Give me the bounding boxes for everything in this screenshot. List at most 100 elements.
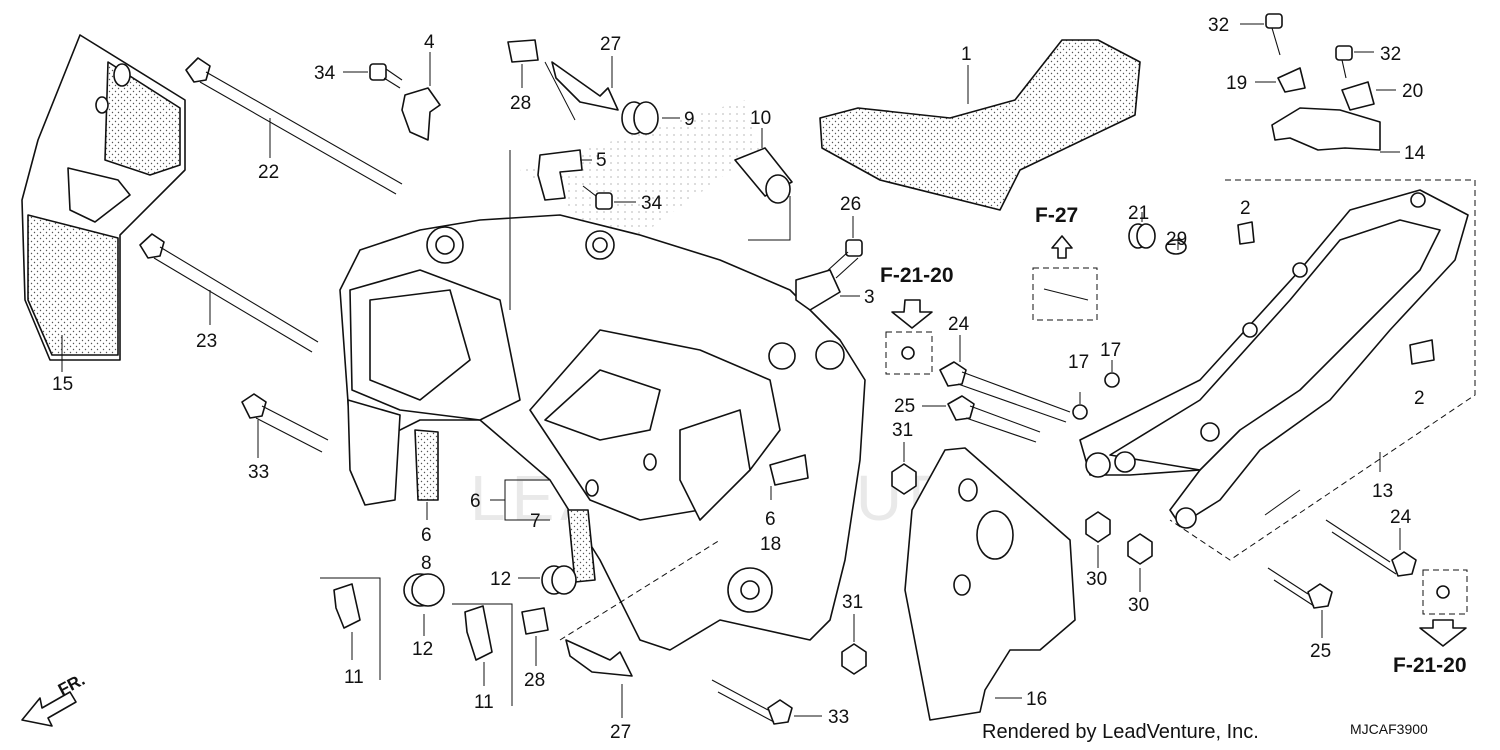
label-27-lower: 27 [610,722,631,743]
label-17-upper: 17 [1100,340,1121,361]
bracket-11-left [320,577,381,680]
label-29: 29 [1166,229,1187,250]
label-32-left: 32 [1208,15,1229,36]
label-5: 5 [596,150,607,171]
bolt-27-top [544,56,619,121]
ref-f21-20-right: F-21-20 [1393,569,1468,677]
label-15: 15 [52,374,73,395]
label-30-right: 30 [1128,595,1149,616]
label-22: 22 [258,162,279,183]
bolt-33-lower [711,679,822,725]
label-33-left: 33 [248,462,269,483]
label-30-left: 30 [1086,569,1107,590]
label-16: 16 [1026,689,1047,710]
rubber-strip-7 [567,509,596,583]
bushing-12-lower [518,565,577,595]
bolt-32-left [1240,13,1283,56]
label-19: 19 [1226,73,1247,94]
label-18: 18 [760,534,781,555]
bolt-27-lower [559,539,721,718]
ref-label-right: F-21-20 [1393,654,1467,677]
label-2-upper: 2 [1240,198,1251,219]
sticker-2-upper [1237,221,1255,245]
label-25-center: 25 [894,396,915,417]
label-17-lower: 17 [1068,352,1089,373]
label-13: 13 [1372,481,1393,502]
long-bolt-22 [185,57,403,195]
nut-30-left [1085,511,1111,568]
label-3: 3 [864,287,875,308]
nut-31-lower [841,614,867,675]
side-cover-15 [21,34,186,372]
clamp-19 [1255,67,1306,93]
label-10: 10 [750,108,771,129]
label-2-lower: 2 [1414,388,1425,409]
label-26: 26 [840,194,861,215]
long-bolt-23 [139,233,319,353]
label-6-right: 6 [765,509,776,530]
nut-17 [1072,360,1120,420]
bolt-33-left [241,393,329,458]
bolt-25-right [1267,567,1333,638]
label-11-left: 11 [344,667,364,688]
credit-text: Rendered by LeadVenture, Inc. [982,721,1259,743]
collar-28-top [507,39,539,88]
side-panel-16 [904,447,1076,721]
label-9: 9 [684,109,695,130]
callout-6-7-bracket [490,479,550,521]
label-32-right: 32 [1380,44,1401,65]
clamp-4 [401,52,441,141]
label-12-left: 12 [412,639,433,660]
label-4: 4 [424,32,435,53]
collar-10 [734,128,793,241]
front-direction-arrow: FR. [21,670,88,727]
label-24-right: 24 [1390,507,1412,528]
label-11-right: 11 [474,692,494,713]
bolt-25-center [922,395,1041,443]
label-34-mid: 34 [641,193,663,214]
label-31-upper: 31 [892,420,913,441]
sub-frame-13 [1079,179,1476,561]
label-31-lower: 31 [842,592,863,613]
bolt-34-mid [582,185,636,210]
label-25-right: 25 [1310,641,1331,662]
collar-28-lower [521,607,549,666]
guard-1 [819,39,1141,211]
label-28-top: 28 [510,93,531,114]
label-28-lower: 28 [524,670,545,691]
label-12-right: 12 [490,569,511,590]
bolt-34-top [343,63,403,89]
label-7: 7 [530,511,541,532]
label-34-top: 34 [314,63,336,84]
ref-f21-20-left: F-21-20 [880,264,954,375]
fr-label: FR. [55,670,88,700]
ref-label-left: F-21-20 [880,264,954,287]
label-20: 20 [1402,81,1423,102]
bracket-5 [509,149,592,310]
bolt-26 [825,216,863,279]
nut-30-right [1127,533,1153,592]
label-6-mid: 6 [470,491,481,512]
bolt-24-right [1325,519,1417,577]
bracket-14 [1271,107,1400,153]
label-8: 8 [421,553,432,574]
label-24-center: 24 [948,314,970,335]
nut-31-upper [891,442,917,495]
bracket-3 [795,269,860,311]
grommet-21 [1128,212,1156,249]
label-23: 23 [196,331,217,352]
bushing-8-12 [403,573,445,636]
label-1: 1 [961,44,972,65]
main-frame-body [339,100,866,651]
bracket-11-right [452,603,513,706]
label-33-lower: 33 [828,707,849,728]
bolt-24-center [939,335,1071,423]
part-labels: 1 2 2 3 4 5 6 6 6 7 8 9 10 11 11 12 12 1… [52,15,1426,743]
collar-29 [1165,238,1187,255]
bushing-9 [621,101,680,135]
bolt-32-right [1335,45,1374,79]
clamp-20 [1341,81,1396,111]
ref-f27: F-27 [1032,204,1098,321]
sticker-2-lower [1409,339,1435,365]
